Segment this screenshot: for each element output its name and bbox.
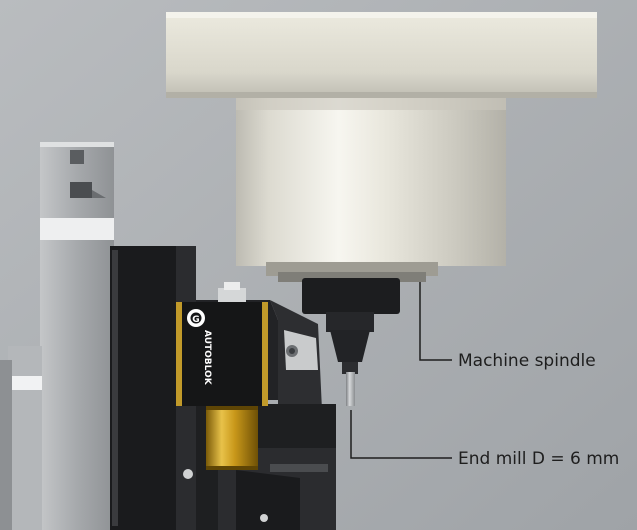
- spindle-label: Machine spindle: [458, 351, 596, 371]
- autoblok-clamp: G AUTOBLOK: [176, 302, 268, 406]
- spindle-body: [236, 98, 506, 282]
- tool-holder: [302, 278, 400, 374]
- spindle-head-cap: [166, 12, 597, 98]
- endmill-label: End mill D = 6 mm: [458, 449, 619, 469]
- brand-text: AUTOBLOK: [202, 330, 212, 386]
- brand-mark: G: [192, 315, 199, 325]
- endmill-leader-line: [350, 410, 452, 459]
- spindle-leader-line: [419, 282, 452, 361]
- brass-cylinder: [206, 406, 258, 470]
- end-mill: [346, 372, 355, 406]
- fixture-plate: [0, 142, 114, 530]
